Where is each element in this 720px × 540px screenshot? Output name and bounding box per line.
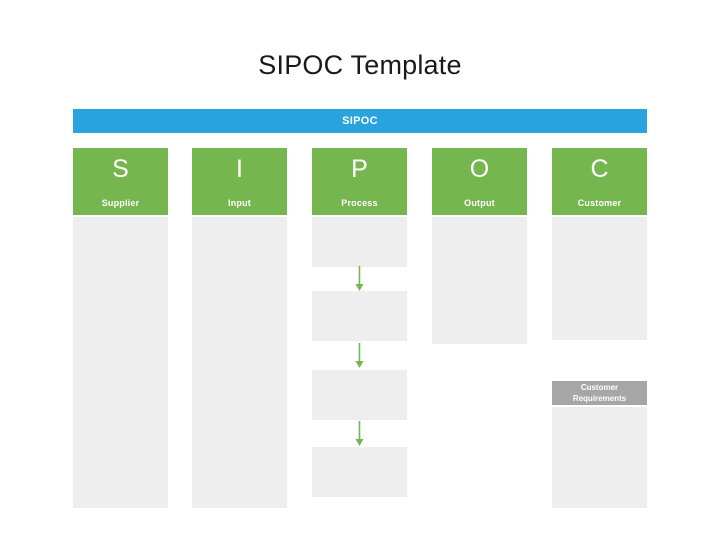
column-customer[interactable]: C Customer xyxy=(552,148,647,340)
column-letter-o: O xyxy=(469,155,490,183)
customer-requirements-line2: Requirements xyxy=(572,394,627,403)
process-step-box-2[interactable] xyxy=(312,291,407,341)
column-word-output: Output xyxy=(464,198,495,208)
column-word-process: Process xyxy=(341,198,378,208)
column-letter-i: I xyxy=(236,155,243,183)
column-header-customer: C Customer xyxy=(552,148,647,215)
customer-requirements-header: Customer Requirements xyxy=(552,381,647,405)
sipoc-banner-label: SIPOC xyxy=(342,115,378,127)
process-step-box-3[interactable] xyxy=(312,370,407,420)
page-title: SIPOC Template xyxy=(258,50,462,80)
column-word-input: Input xyxy=(228,198,251,208)
column-body-supplier[interactable] xyxy=(73,217,168,508)
process-step-box-4[interactable] xyxy=(312,447,407,497)
customer-requirements-line1: Customer xyxy=(580,383,619,392)
process-step-box-1[interactable] xyxy=(312,217,407,267)
column-output[interactable]: O Output xyxy=(432,148,527,344)
column-supplier[interactable]: S Supplier xyxy=(73,148,168,508)
column-word-customer: Customer xyxy=(577,198,622,208)
column-input[interactable]: I Input xyxy=(192,148,287,508)
column-header-input: I Input xyxy=(192,148,287,215)
column-process[interactable]: P Process xyxy=(312,148,407,215)
column-letter-s: S xyxy=(112,155,129,183)
customer-requirements-body[interactable] xyxy=(552,407,647,508)
column-body-input[interactable] xyxy=(192,217,287,508)
column-letter-c: C xyxy=(590,155,609,183)
arrow-down-icon-2 xyxy=(355,343,364,369)
column-header-supplier: S Supplier xyxy=(73,148,168,215)
column-letter-p: P xyxy=(351,155,368,183)
column-body-customer[interactable] xyxy=(552,217,647,340)
column-word-supplier: Supplier xyxy=(101,198,140,208)
column-header-process: P Process xyxy=(312,148,407,215)
sipoc-banner: SIPOC xyxy=(73,109,647,133)
arrow-down-icon-3 xyxy=(355,421,364,447)
arrow-down-icon-1 xyxy=(355,266,364,292)
column-body-output[interactable] xyxy=(432,217,527,344)
column-header-output: O Output xyxy=(432,148,527,215)
